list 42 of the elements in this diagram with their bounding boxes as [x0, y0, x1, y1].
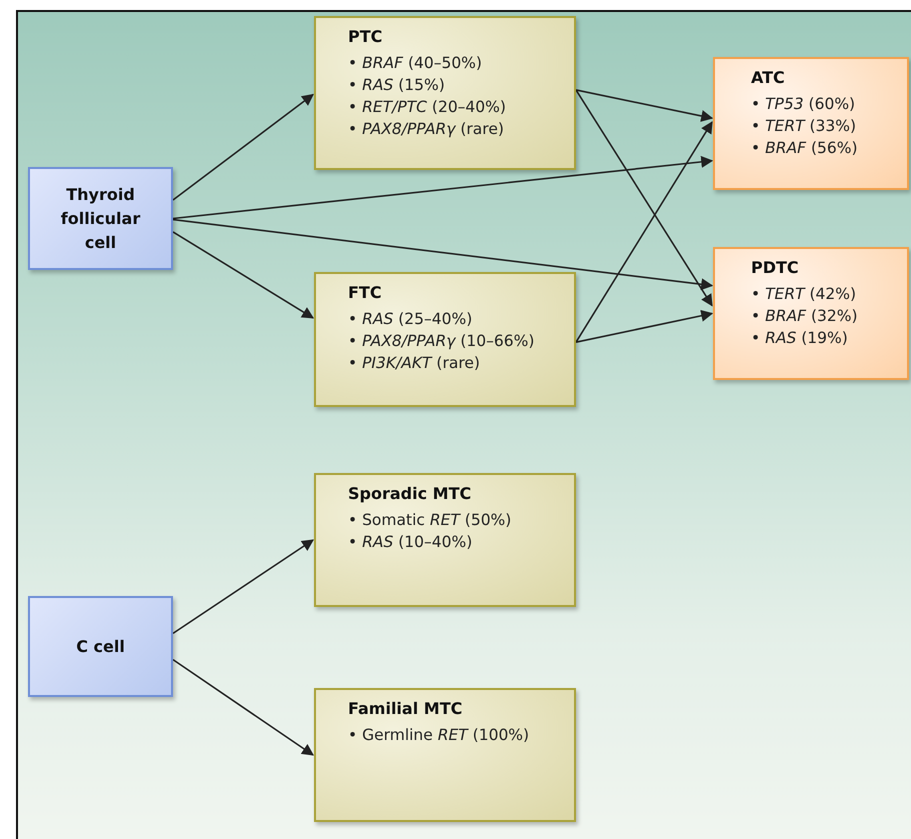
arrow	[172, 658, 314, 756]
mutation-item: • BRAF (32%)	[751, 306, 858, 327]
mutation-item: • TERT (33%)	[751, 116, 858, 137]
tumor-box	[314, 16, 576, 170]
tumor-box	[713, 247, 909, 380]
box-heading: PTC	[348, 26, 384, 48]
mutation-item: • PAX8/PPARγ (10–66%)	[348, 331, 536, 352]
cell-type-box	[28, 596, 173, 697]
box-heading: ATC	[751, 67, 786, 89]
mutation-item: • RAS (25–40%)	[348, 309, 474, 330]
arrow	[172, 218, 714, 290]
mutation-item: • BRAF (56%)	[751, 138, 858, 159]
mutation-item: • TP53 (60%)	[751, 94, 856, 115]
arrow	[575, 121, 713, 343]
box-heading: Sporadic MTC	[348, 483, 472, 505]
mutation-item: • RAS (10–40%)	[348, 532, 474, 553]
arrow	[575, 90, 713, 307]
arrow	[172, 539, 314, 634]
mutation-item: • PAX8/PPARγ (rare)	[348, 119, 505, 140]
mutation-item: • PI3K/AKT (rare)	[348, 353, 481, 374]
arrow	[172, 94, 314, 201]
box-heading: C cell	[75, 636, 126, 658]
arrow	[172, 231, 314, 319]
tumor-box	[713, 57, 909, 190]
box-heading: FTC	[348, 282, 383, 304]
box-heading: Thyroid follicular cell	[60, 184, 142, 254]
box-heading: Familial MTC	[348, 698, 464, 720]
mutation-item: • TERT (42%)	[751, 284, 858, 305]
arrow	[172, 156, 714, 220]
mutation-item: • Germline RET (100%)	[348, 725, 530, 746]
arrow	[576, 89, 714, 122]
mutation-item: • RAS (15%)	[348, 75, 446, 96]
tumor-box	[314, 473, 576, 607]
arrow	[576, 310, 714, 343]
tumor-box	[314, 688, 576, 822]
box-heading: PDTC	[751, 257, 800, 279]
mutation-item: • BRAF (40–50%)	[348, 53, 483, 74]
mutation-item: • RET/PTC (20–40%)	[348, 97, 507, 118]
cell-type-box	[28, 167, 173, 270]
tumor-box	[314, 272, 576, 407]
mutation-item: • Somatic RET (50%)	[348, 510, 512, 531]
mutation-item: • RAS (19%)	[751, 328, 849, 349]
